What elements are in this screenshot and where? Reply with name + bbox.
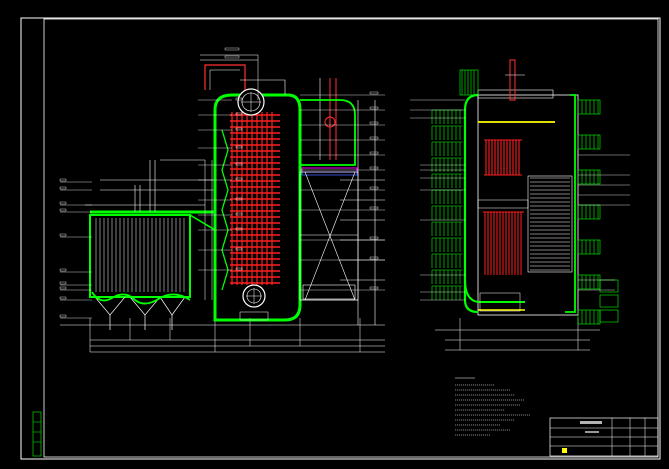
side-leader-lines	[410, 99, 630, 301]
mud-drum	[239, 284, 269, 321]
side-shell	[463, 59, 579, 316]
riser-pipes	[200, 54, 337, 160]
front-labels	[59, 47, 379, 318]
outer-frame	[20, 17, 661, 460]
inner-frame	[43, 18, 659, 458]
steam-drum	[237, 88, 265, 116]
side-stair-platforms	[431, 69, 479, 300]
side-right-platforms	[577, 99, 619, 325]
base-dimension-lines	[60, 318, 385, 353]
binding-strip	[32, 411, 42, 457]
title-block	[549, 417, 659, 457]
air-heater-block	[85, 160, 215, 330]
technical-notes	[455, 377, 530, 436]
hot-air-duct	[100, 159, 216, 300]
front-leader-lines	[60, 94, 385, 319]
convection-pass	[299, 99, 385, 325]
ash-hoppers	[94, 296, 186, 330]
front-elevation-view	[59, 47, 385, 353]
side-elevation-view	[410, 59, 630, 351]
